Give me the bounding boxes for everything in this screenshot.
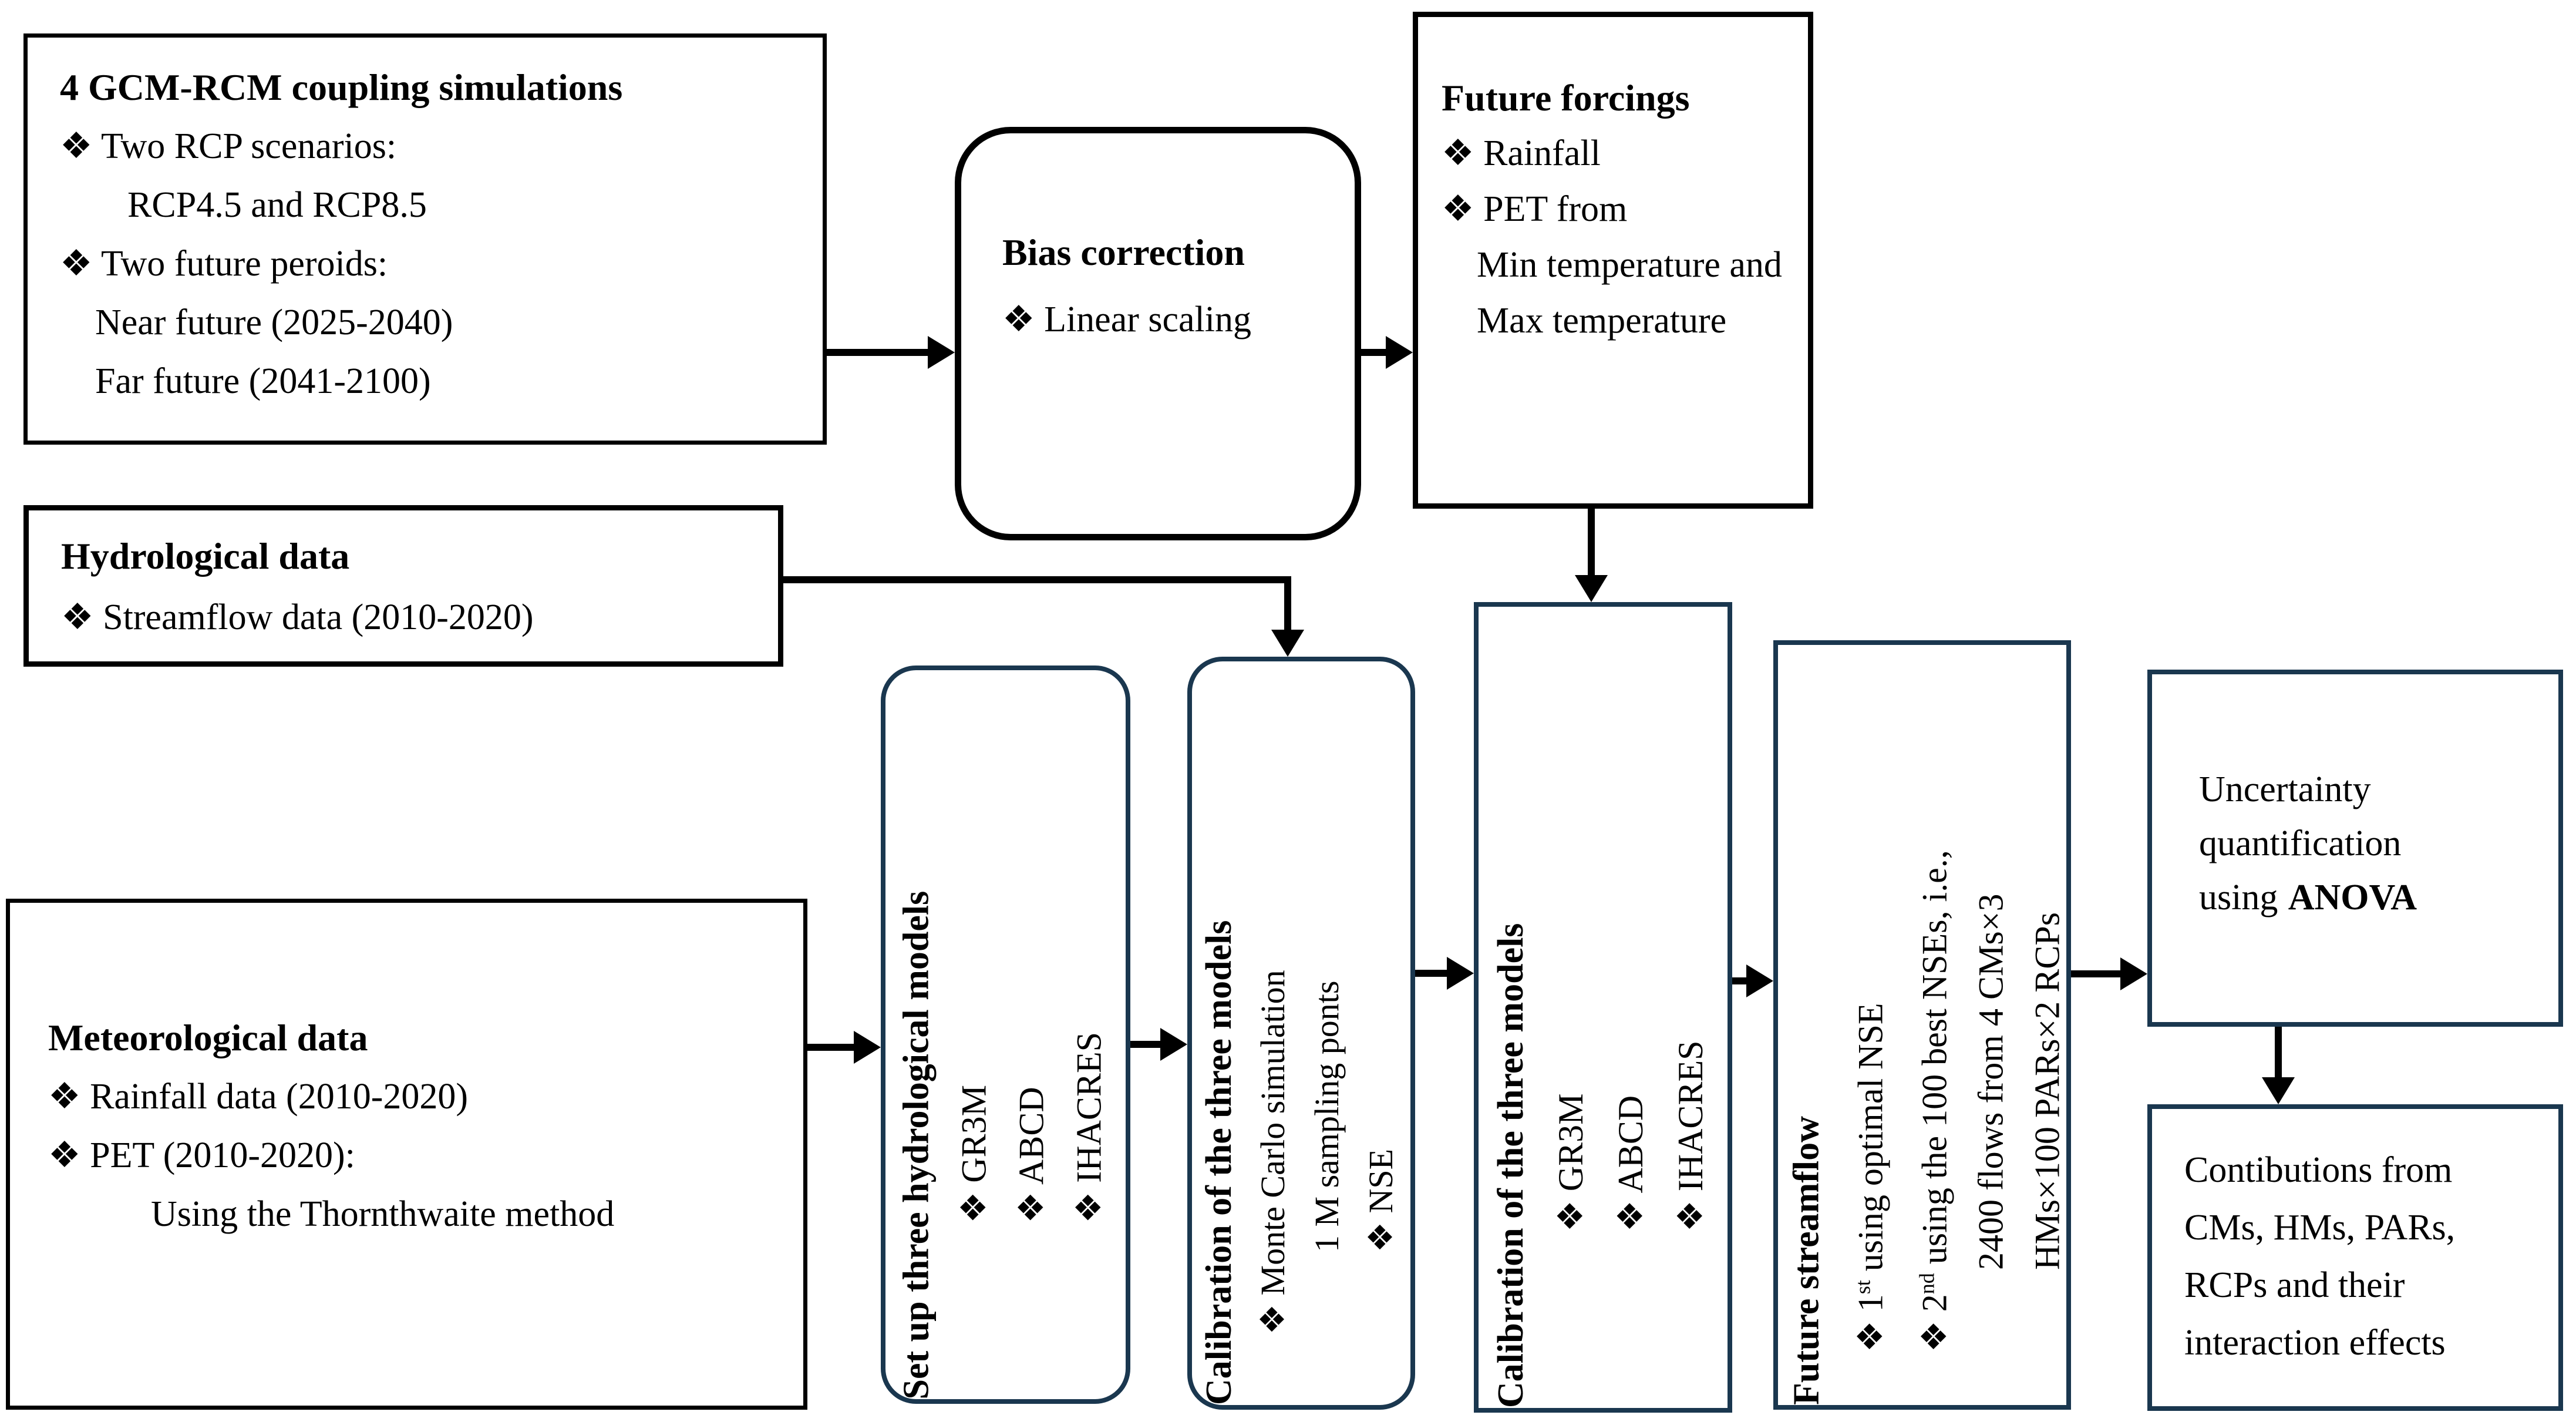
connector-hydro-horizontal	[783, 576, 1291, 583]
arrowhead-down-icon	[2262, 1077, 2295, 1104]
arrowhead-down-icon	[1271, 630, 1304, 657]
superscript: st	[1851, 1280, 1874, 1295]
arrow-calibration1-to-calibration2	[1415, 957, 1474, 990]
arrowhead-right-icon	[1746, 964, 1773, 997]
box-hydrological-data: Hydrological data ❖ Streamflow data (201…	[23, 505, 783, 667]
arrow-bias-to-forcings	[1361, 336, 1413, 369]
text-line: Contibutions from	[2184, 1150, 2453, 1190]
text-line: Near future (2025-2040)	[95, 303, 453, 342]
bullet-line: ❖ Two future peroids:	[60, 244, 388, 284]
bullet-line: ❖ ABCD	[1012, 1086, 1050, 1223]
text-line: Max temperature	[1477, 301, 1727, 341]
box-bias-correction: Bias correction ❖ Linear scaling	[955, 127, 1361, 540]
bullet-line: ❖ Rainfall	[1442, 133, 1601, 173]
text-line: 2400 flows from 4 CMs×3	[1971, 893, 2010, 1270]
arrow-setup-to-calibration1	[1130, 1028, 1187, 1061]
box-gcm-rcm-simulations: 4 GCM-RCM coupling simulations ❖ Two RCP…	[23, 33, 827, 445]
arrowhead-right-icon	[1386, 336, 1413, 369]
arrowhead-right-icon	[1160, 1028, 1187, 1061]
bullet-line: ❖ 1st using optimal NSE	[1851, 1003, 1890, 1353]
text-line: Far future (2041-2100)	[95, 361, 431, 401]
box-contributions: Contibutions from CMs, HMs, PARs, RCPs a…	[2147, 1104, 2563, 1411]
box-title-rotated: Calibration of the three models	[1491, 923, 1531, 1408]
arrow-gcm-to-bias	[827, 336, 955, 369]
box-title: Hydrological data	[61, 535, 350, 577]
anova-bold-label: ANOVA	[2288, 878, 2417, 917]
bullet-line: ❖ Two RCP scenarios:	[60, 126, 397, 166]
box-title-rotated: Calibration of the three models	[1199, 920, 1239, 1405]
box-setup-models: Set up three hydrological models ❖ GR3M …	[881, 666, 1130, 1404]
text-line: CMs, HMs, PARs,	[2184, 1208, 2456, 1248]
text-line: RCP4.5 and RCP8.5	[127, 185, 427, 225]
bullet-line: ❖ Monte Carlo simulation	[1254, 970, 1292, 1335]
bullet-line: ❖ 2nd using the 100 best NSEs, i.e.,	[1915, 850, 1954, 1352]
bullet-line: ❖ ABCD	[1611, 1095, 1650, 1232]
bullet-line: ❖ GR3M	[954, 1084, 993, 1224]
box-title: Bias correction	[1002, 231, 1245, 273]
box-title-rotated: Future streamflow	[1786, 1116, 1826, 1405]
text-line: RCPs and their	[2184, 1265, 2405, 1305]
arrow-forcings-to-calibration	[1575, 509, 1608, 602]
arrow-streamflow-to-anova	[2071, 957, 2147, 990]
box-calibration-future: Calibration of the three models ❖ GR3M ❖…	[1474, 602, 1732, 1413]
arrow-anova-to-contributions	[2262, 1027, 2295, 1104]
arrow-meteo-to-setup	[807, 1031, 881, 1064]
superscript: nd	[1915, 1273, 1938, 1295]
box-future-forcings: Future forcings ❖ Rainfall ❖ PET from Mi…	[1413, 12, 1813, 509]
box-future-streamflow: Future streamflow ❖ 1st using optimal NS…	[1773, 640, 2071, 1410]
box-title: 4 GCM-RCM coupling simulations	[60, 66, 623, 108]
arrowhead-right-icon	[1447, 957, 1474, 990]
bullet-line: ❖ Linear scaling	[1002, 300, 1251, 340]
text-line: Min temperature and	[1477, 245, 1782, 285]
bullet-line: ❖ IHACRES	[1671, 1040, 1710, 1232]
text-line: Uncertainty	[2199, 769, 2371, 809]
bullet-line: ❖ IHACRES	[1069, 1031, 1108, 1224]
box-title: Future forcings	[1442, 77, 1690, 119]
box-calibration-montecarlo: Calibration of the three models ❖ Monte …	[1187, 657, 1415, 1410]
arrowhead-right-icon	[854, 1031, 881, 1064]
text-line: HMs×100 PARs×2 RCPs	[2028, 912, 2066, 1270]
arrowhead-right-icon	[2120, 957, 2147, 990]
bullet-line: ❖ GR3M	[1551, 1093, 1590, 1232]
arrowhead-right-icon	[928, 336, 955, 369]
bullet-line: ❖ NSE	[1362, 1148, 1400, 1252]
text-line: quantification	[2199, 824, 2402, 863]
bullet-line: ❖ Rainfall data (2010-2020)	[48, 1077, 468, 1117]
bullet-line: ❖ Streamflow data (2010-2020)	[61, 597, 534, 637]
text-line: interaction effects	[2184, 1323, 2446, 1363]
box-title: Meteorological data	[48, 1017, 368, 1058]
text-line: Using the Thornthwaite method	[151, 1194, 615, 1234]
bullet-line: ❖ PET (2010-2020):	[48, 1135, 355, 1175]
text-line: 1 M sampling ponts	[1308, 980, 1346, 1252]
arrowhead-down-icon	[1575, 575, 1608, 602]
box-meteorological-data: Meteorological data ❖ Rainfall data (201…	[6, 899, 807, 1410]
arrow-hydro-to-calibration	[1271, 576, 1304, 657]
bullet-line: ❖ PET from	[1442, 189, 1628, 229]
arrow-calibration2-to-streamflow	[1732, 964, 1773, 997]
box-title-rotated: Set up three hydrological models	[896, 890, 936, 1399]
